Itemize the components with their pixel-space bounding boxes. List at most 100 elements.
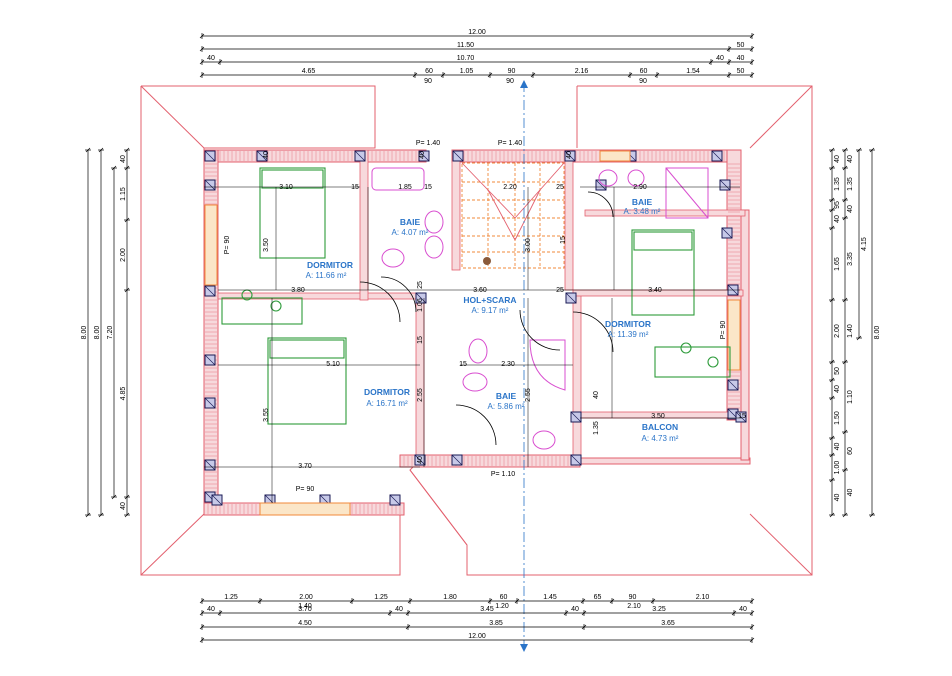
inner-dim-label: 40	[593, 391, 600, 399]
dim-label: 60	[500, 594, 508, 601]
inner-dim-label: 15	[351, 184, 359, 191]
inner-dim-label: 2.90	[633, 184, 647, 191]
dim-label: 40	[834, 494, 841, 502]
dim-label: 40	[847, 489, 854, 497]
inner-dim-label: 3.70	[298, 463, 312, 470]
dim-label: 40	[847, 155, 854, 163]
inner-dim-label: 3.80	[291, 287, 305, 294]
dim-label: 1.15	[120, 187, 127, 201]
dim-label: 1.25	[224, 594, 238, 601]
dim-label: 8.00	[81, 326, 88, 340]
dimension-labels: 12.00 11.50 50 40 10.70 40 40 4.65 60 1.05 90 2.16 6…	[81, 29, 881, 640]
dim-label: 50	[737, 42, 745, 49]
dim-label: 12.00	[468, 633, 486, 640]
inner-dim-label: 1.85	[398, 184, 412, 191]
dim-label: 50	[737, 68, 745, 75]
dim-label: 1.05	[460, 68, 474, 75]
room-area-dormitor-2: A: 11.39 m²	[608, 330, 649, 339]
inner-dim-label: 15	[459, 361, 467, 368]
dimension-lines	[85, 33, 875, 643]
dim-label: 1.35	[834, 177, 841, 191]
dim-label: 40	[739, 606, 747, 613]
dim-label: 1.00	[834, 461, 841, 475]
inner-dim-label: 3.60	[473, 287, 487, 294]
dim-label: 90	[508, 68, 516, 75]
dim-label: 3.85	[489, 620, 503, 627]
room-area-dormitor-3: A: 16.71 m²	[366, 399, 408, 408]
dim-label: 12.00	[468, 29, 486, 36]
dim-label: 40	[120, 155, 127, 163]
dim-label: 2.16	[575, 68, 589, 75]
dim-label: 1.20	[495, 603, 509, 610]
inner-dim-label: 25	[417, 281, 424, 289]
parapet-label-3: P= 90	[224, 236, 231, 255]
parapet-label-6: P= 1.10	[491, 471, 515, 478]
inner-dim-label: 5.10	[326, 361, 340, 368]
dim-label: 40	[847, 205, 854, 213]
dim-label: 60	[640, 68, 648, 75]
dim-label: 40	[834, 385, 841, 393]
dim-label: 90	[424, 78, 432, 85]
dim-label: 90	[639, 78, 647, 85]
dim-label: 40	[120, 502, 127, 510]
dim-label: 1.40	[298, 603, 312, 610]
dim-label: 1.25	[374, 594, 388, 601]
room-area-balcon: A: 4.73 m²	[642, 434, 679, 443]
staircase	[461, 162, 565, 269]
exterior-walls	[203, 149, 751, 516]
parapet-label-2: P= 1.40	[498, 140, 522, 147]
dim-label: 40	[571, 606, 579, 613]
dim-label: 60	[425, 68, 433, 75]
parapet-label-5: P= 90	[720, 321, 727, 340]
dim-label: 3.35	[847, 252, 854, 266]
dim-label: 11.50	[457, 42, 474, 49]
dim-label: 7.20	[107, 326, 114, 340]
dim-label: 40	[737, 55, 745, 62]
dim-label: 2.00	[120, 248, 127, 262]
inner-dim-label: 1.35	[593, 421, 600, 435]
columns	[204, 150, 747, 506]
inner-dim-label: 3.55	[263, 408, 270, 422]
room-area-hol-scara: A: 9.17 m²	[472, 306, 509, 315]
dim-label: 40	[834, 155, 841, 163]
section-axis	[520, 80, 528, 652]
dim-label: 10.70	[457, 55, 475, 62]
dim-label: 40	[207, 606, 215, 613]
dim-label: 1.35	[847, 177, 854, 191]
parapet-label-4: P= 90	[296, 486, 315, 493]
inner-dim-label: 15	[560, 236, 567, 244]
inner-dim-label: 40	[417, 456, 424, 464]
dim-label: 2.10	[696, 594, 710, 601]
inner-dim-label: 25	[556, 287, 564, 294]
inner-dim-label: 40	[566, 151, 573, 159]
room-labels: DORMITOR A: 11.66 m² BAIE A: 4.07 m² BAI…	[306, 197, 679, 443]
dim-label: 1.50	[834, 411, 841, 425]
room-name-hol-scara: HOL+SCARA	[463, 295, 516, 305]
dim-label: 4.65	[302, 68, 316, 75]
inner-dim-label: 3.50	[263, 238, 270, 252]
dim-label: 4.15	[861, 237, 868, 251]
room-area-dormitor-1: A: 11.66 m²	[306, 271, 347, 280]
inner-dim-label: 2.55	[417, 388, 424, 402]
dim-label: 3.70	[298, 606, 312, 613]
dim-label: 2.10	[627, 603, 641, 610]
sanitary-fixtures	[371, 167, 709, 450]
dim-label: 65	[594, 594, 602, 601]
dim-label: 2.00	[299, 594, 313, 601]
dim-label: 8.00	[874, 326, 881, 340]
inner-dim-label: 25	[556, 184, 564, 191]
inner-dim-label: 40	[263, 151, 270, 159]
dim-label: 40	[834, 215, 841, 223]
dim-label: 90	[629, 594, 637, 601]
inner-dim-label: 3.50	[651, 413, 665, 420]
dim-label: 3.25	[652, 606, 666, 613]
dim-label: 1.54	[686, 68, 700, 75]
inner-dim-label: 15	[424, 184, 432, 191]
dim-label: 1.45	[543, 594, 557, 601]
dim-label: 1.80	[443, 594, 457, 601]
inner-dim-label: 3.10	[279, 184, 293, 191]
inner-dim-label: 15	[738, 413, 746, 420]
dim-label: 95	[834, 201, 841, 209]
